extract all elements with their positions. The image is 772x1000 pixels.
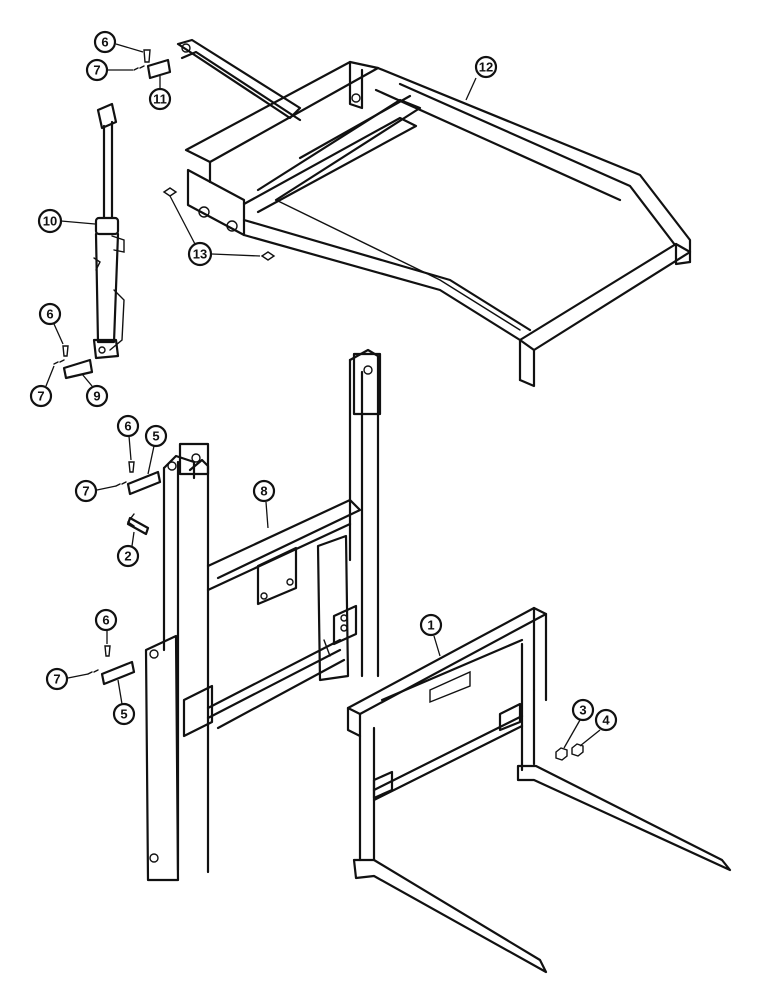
part-12-frame: [162, 38, 692, 388]
callout-7-mast-upper: 7: [74, 479, 117, 503]
svg-text:8: 8: [260, 484, 267, 499]
svg-text:2: 2: [124, 549, 131, 564]
svg-text:6: 6: [46, 307, 53, 322]
callout-5-upper: 5: [144, 424, 168, 475]
svg-text:12: 12: [479, 60, 493, 75]
svg-text:10: 10: [43, 214, 57, 229]
svg-text:13: 13: [193, 247, 207, 262]
callout-2: 2: [116, 531, 140, 568]
callout-10: 10: [37, 208, 96, 234]
callout-8: 8: [252, 479, 276, 529]
part-1-pallet-forks: [346, 606, 732, 974]
callout-11: 11: [148, 76, 172, 111]
svg-text:6: 6: [101, 35, 108, 50]
part-10-hydraulic-cylinder: [92, 102, 125, 360]
callout-13: 13: [169, 195, 261, 267]
callout-6-mast-upper: 6: [116, 414, 140, 461]
svg-text:3: 3: [579, 703, 586, 718]
svg-text:5: 5: [120, 707, 127, 722]
pin-set-mast-lower: [87, 645, 136, 686]
svg-text:6: 6: [102, 613, 109, 628]
svg-text:4: 4: [602, 713, 610, 728]
pin-set-mast-upper: [115, 461, 162, 536]
callout-3: 3: [563, 698, 595, 749]
svg-text:6: 6: [124, 419, 131, 434]
callout-1: 1: [419, 613, 443, 657]
callout-12: 12: [465, 55, 498, 101]
callout-6-cyl: 6: [38, 302, 64, 345]
part-8-mast-frame: [144, 348, 382, 882]
svg-text:7: 7: [82, 484, 89, 499]
pin-set-top: [133, 49, 172, 80]
nuts-3-4: [555, 743, 584, 761]
callout-7-mast-lower: 7: [45, 667, 89, 691]
pin-set-cylinder: [53, 345, 94, 380]
svg-text:7: 7: [37, 389, 44, 404]
callout-5-lower: 5: [112, 679, 136, 726]
callout-7-cyl: 7: [29, 365, 55, 408]
svg-text:7: 7: [93, 63, 100, 78]
callout-4: 4: [579, 708, 618, 747]
svg-text:9: 9: [93, 389, 100, 404]
svg-text:7: 7: [53, 672, 60, 687]
callout-6-top: 6: [93, 30, 144, 54]
svg-text:5: 5: [152, 429, 159, 444]
callout-7-top: 7: [85, 58, 133, 82]
callout-6-mast-lower: 6: [94, 608, 118, 644]
svg-text:11: 11: [153, 92, 167, 107]
svg-text:1: 1: [427, 618, 434, 633]
callout-9: 9: [81, 373, 109, 408]
